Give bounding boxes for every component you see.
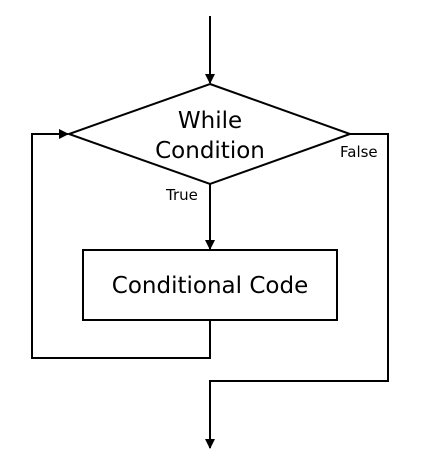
true-label: True bbox=[165, 186, 198, 204]
while-condition-line-1: While bbox=[178, 108, 242, 134]
while-condition-line-2: Condition bbox=[155, 138, 265, 164]
conditional-code-label: Conditional Code bbox=[112, 273, 308, 299]
false-exit-arrow bbox=[205, 133, 389, 449]
while-condition-diamond bbox=[66, 82, 353, 186]
false-label: False bbox=[340, 143, 378, 161]
loop-back-arrow bbox=[31, 129, 211, 359]
